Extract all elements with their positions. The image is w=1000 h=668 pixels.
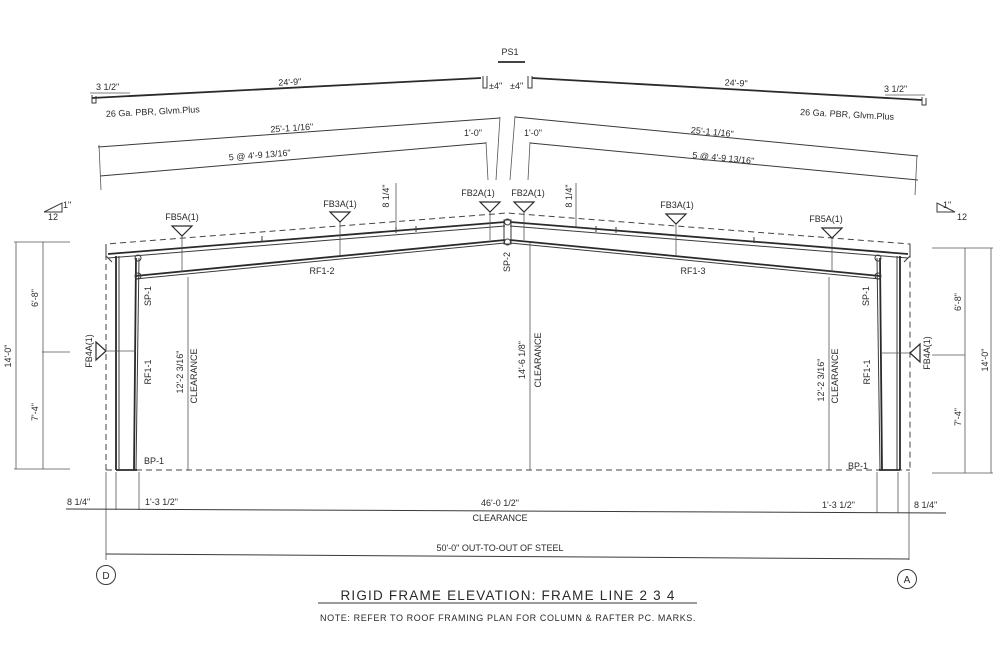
left-panel-overhang: 3 1/2" [96, 82, 119, 92]
drawing-note: NOTE: REFER TO ROOF FRAMING PLAN FOR COL… [320, 613, 696, 623]
overall-span-dim: 50'-0" OUT-TO-OUT OF STEEL [436, 543, 563, 553]
right-panel-material: 26 Ga. PBR, Glvm.Plus [800, 107, 895, 122]
svg-text:7'-4": 7'-4" [30, 403, 40, 421]
right-base-plate-label: BP-1 [848, 461, 868, 471]
grid-line-a: A [897, 569, 917, 589]
clear-span-dim: 46'-0 1/2" [481, 498, 519, 508]
svg-text:A: A [904, 575, 911, 586]
svg-text:12: 12 [48, 212, 58, 222]
left-splice-label: SP-1 [143, 286, 153, 306]
grid-line-d: D [96, 565, 116, 585]
rafter-left-label: RF1-2 [309, 266, 334, 276]
bottom-dimensions: 8 1/4" 1'-3 1/2" 46'-0 1/2" CLEARANCE 1'… [65, 472, 947, 560]
svg-text:7'-4": 7'-4" [953, 408, 963, 426]
left-column-dim: 1'-3 1/2" [145, 497, 178, 507]
left-purlin-spacing: 5 @ 4'-9 13/16" [228, 148, 291, 163]
right-column-dim: 1'-3 1/2" [822, 500, 855, 510]
svg-text:6'-8": 6'-8" [30, 289, 40, 307]
right-ridge-gap: ±4" [510, 81, 523, 91]
rafter-right-label: RF1-3 [680, 266, 705, 276]
ridge-panel-label: PS1 [501, 47, 518, 57]
left-purlin-total: 25'-1 1/16" [270, 122, 314, 135]
fb3a-left-label: FB3A(1) [323, 199, 357, 209]
svg-text:6'-8": 6'-8" [953, 293, 963, 311]
right-offset-dim: 8 1/4" [914, 500, 937, 510]
left-ridge-offset: 1'-0" [464, 128, 482, 138]
center-clearance-height: 14'-6 1/8" [517, 341, 527, 379]
roof-panels: PS1 3 1/2" 24'-9" ±4" 26 Ga. PBR, Glvm.P… [90, 47, 927, 122]
left-clearance-height: 12'-2 3/16" [175, 351, 185, 394]
fb4a-right-label: FB4A(1) [922, 336, 932, 370]
left-column-label: RF1-1 [143, 359, 153, 384]
svg-text:14'-0": 14'-0" [3, 345, 13, 368]
right-eave-offset: 8 1/4" [564, 184, 574, 207]
svg-text:CLEARANCE: CLEARANCE [189, 348, 199, 403]
left-panel-length: 24'-9" [278, 76, 301, 87]
svg-text:CLEARANCE: CLEARANCE [830, 348, 840, 403]
flange-brace-markers: FB5A(1) FB3A(1) FB2A(1) FB2A(1) FB3A(1) … [84, 184, 932, 369]
svg-text:CLEARANCE: CLEARANCE [533, 332, 543, 387]
clear-span-label: CLEARANCE [472, 513, 527, 523]
member-labels: RF1-2 RF1-3 SP-2 SP-1 SP-1 RF1-1 RF1-1 B… [143, 252, 872, 471]
svg-text:1": 1" [63, 200, 71, 210]
clearance-dimensions: 12'-2 3/16" CLEARANCE 14'-6 1/8" CLEARAN… [175, 243, 840, 470]
left-panel-material: 26 Ga. PBR, Glvm.Plus [106, 104, 201, 119]
svg-text:14'-0": 14'-0" [980, 349, 990, 372]
slope-indicator-left: 1" 12 [43, 200, 71, 222]
fb3a-right-label: FB3A(1) [660, 200, 694, 210]
ridge-splice-label: SP-2 [502, 252, 512, 272]
purlin-dimensions: 25'-1 1/16" 5 @ 4'-9 13/16" 1'-0" 25'-1 … [97, 115, 919, 196]
fb5a-left-label: FB5A(1) [165, 212, 199, 222]
left-ridge-gap: ±4" [489, 81, 502, 91]
right-clearance-height: 12'-2 3/16" [816, 359, 826, 402]
fb2a-left-label: FB2A(1) [461, 188, 495, 198]
left-offset-dim: 8 1/4" [67, 497, 90, 507]
right-column-label: RF1-1 [862, 359, 872, 384]
right-ridge-offset: 1'-0" [524, 128, 542, 138]
right-panel-overhang: 3 1/2" [884, 84, 907, 94]
drawing-title: RIGID FRAME ELEVATION: FRAME LINE 2 3 4 [340, 588, 675, 603]
right-splice-label: SP-1 [861, 286, 871, 306]
left-base-plate-label: BP-1 [144, 456, 164, 466]
svg-text:D: D [102, 571, 109, 582]
right-purlin-total: 25'-1 1/16" [690, 125, 734, 139]
rigid-frame [105, 183, 911, 471]
fb5a-right-label: FB5A(1) [809, 214, 843, 224]
right-purlin-spacing: 5 @ 4'-9 13/16" [692, 150, 755, 166]
right-panel-length: 24'-9" [724, 77, 747, 88]
fb4a-left-label: FB4A(1) [84, 334, 94, 368]
left-eave-offset: 8 1/4" [381, 184, 391, 207]
drawing-title-block: RIGID FRAME ELEVATION: FRAME LINE 2 3 4 … [318, 588, 697, 623]
right-height-dimensions: 6'-8" 7'-4" 14'-0" [932, 247, 993, 474]
svg-text:12: 12 [957, 212, 967, 222]
svg-text:1": 1" [943, 200, 951, 210]
slope-indicator-right: 1" 12 [936, 200, 967, 222]
left-height-dimensions: 6'-8" 7'-4" 14'-0" [3, 241, 70, 470]
fb2a-right-label: FB2A(1) [511, 188, 545, 198]
